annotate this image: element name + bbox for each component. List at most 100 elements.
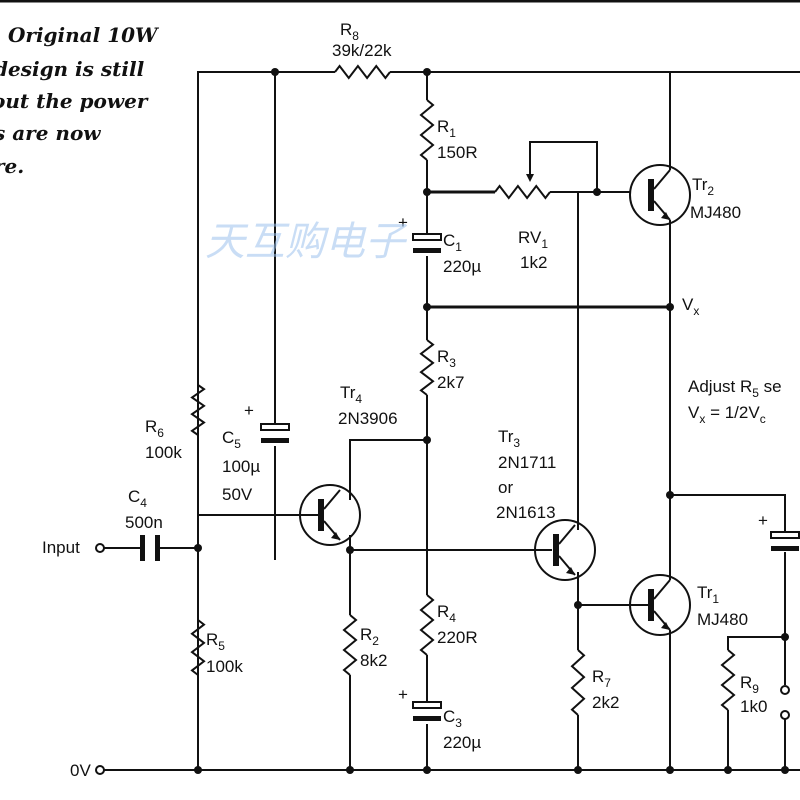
label-name: C <box>128 487 140 506</box>
label-tr1: Tr1 <box>697 583 719 606</box>
label-name: Tr <box>340 383 356 402</box>
label-name: R <box>740 673 752 692</box>
resistor-r8 <box>334 64 391 80</box>
value-rv1: 1k2 <box>520 253 547 272</box>
output-terminal <box>780 685 790 695</box>
adjust-note-line-2: Vx = 1/2Vc <box>688 403 766 426</box>
label-r2: R2 <box>360 625 379 648</box>
label-subscript: 1 <box>455 240 462 254</box>
value-c5-voltage: 50V <box>222 485 253 504</box>
junction-dot <box>423 188 431 196</box>
value-tr2: MJ480 <box>690 203 741 222</box>
label-name: C <box>443 707 455 726</box>
label-r6: R6 <box>145 417 164 440</box>
label-name: Tr <box>697 583 713 602</box>
value-c3: 220µ <box>443 733 481 752</box>
label-c1: C1 <box>443 231 462 254</box>
label-c4: C4 <box>128 487 147 510</box>
components <box>95 64 800 775</box>
label-c5: C5 <box>222 428 241 451</box>
junction-dot <box>781 766 789 774</box>
value-tr3: 2N1711 <box>498 453 556 472</box>
resistor-r3 <box>419 339 435 396</box>
label-name: C <box>443 231 455 250</box>
value-tr1: MJ480 <box>697 610 748 629</box>
capacitor-c4 <box>140 535 160 561</box>
label-subscript: 7 <box>604 676 611 690</box>
label-r7: R7 <box>592 667 611 690</box>
junction-dot <box>574 601 582 609</box>
label-name: R <box>145 417 157 436</box>
wires <box>104 71 800 771</box>
capacitor-c5 <box>260 423 290 443</box>
polarity-plus-icon: + <box>244 401 254 420</box>
label-name: RV <box>518 228 542 247</box>
junction-dot <box>346 546 354 554</box>
value-r3: 2k7 <box>437 373 464 392</box>
label-subscript: 1 <box>449 126 456 140</box>
capacitor-c3 <box>412 701 442 721</box>
label-subscript: 3 <box>513 436 520 450</box>
polarity-plus-icon: + <box>398 213 408 232</box>
value-r1: 150R <box>437 143 478 162</box>
value-r9: 1k0 <box>740 697 767 716</box>
wiper-arrow-icon <box>526 174 534 182</box>
label-r9: R9 <box>740 673 759 696</box>
value-tr3-alt: 2N1613 <box>496 503 556 522</box>
resistor-r1 <box>419 99 435 161</box>
watermark: 天互购电子 <box>205 219 408 265</box>
caption-line: re. <box>0 154 24 178</box>
junction-dot <box>271 68 279 76</box>
label-subscript: 3 <box>455 716 462 730</box>
junction-dot <box>194 766 202 774</box>
label-tr3: Tr3 <box>498 427 520 450</box>
label-subscript: x <box>693 304 699 318</box>
label-name: C <box>222 428 234 447</box>
resistor-r4 <box>419 594 435 656</box>
output-terminal-2 <box>780 710 790 720</box>
label-subscript: 1 <box>541 237 548 251</box>
label-subscript: 3 <box>449 356 456 370</box>
polarity-plus-icon: + <box>758 511 768 530</box>
caption-line: design is still <box>0 57 145 81</box>
junction-dot <box>724 766 732 774</box>
junction-dot <box>666 766 674 774</box>
label-subscript: 4 <box>449 611 456 625</box>
label-name: R <box>437 347 449 366</box>
label-input: Input <box>42 538 80 557</box>
junction-dot <box>666 491 674 499</box>
resistor-r7 <box>570 649 586 716</box>
transistor-tr4 <box>299 484 361 546</box>
junction-dot <box>194 544 202 552</box>
value-r2: 8k2 <box>360 651 387 670</box>
resistor-r2 <box>342 614 358 676</box>
labels: R839k/22kR1150RRV11k2Tr2MJ480C1220µR32k7… <box>0 20 782 780</box>
value-c5: 100µ <box>222 457 260 476</box>
label-name: R <box>592 667 604 686</box>
junction-dot <box>574 766 582 774</box>
potentiometer-rv1 <box>494 184 551 200</box>
junction-dot <box>666 303 674 311</box>
label-subscript: 4 <box>140 496 147 510</box>
label-name: R <box>437 602 449 621</box>
junction-dot <box>423 766 431 774</box>
capacitor-output <box>770 531 800 551</box>
label-r5: R5 <box>206 630 225 653</box>
value-r4: 220R <box>437 628 478 647</box>
value-tr4: 2N3906 <box>338 409 398 428</box>
label-name: Tr <box>498 427 514 446</box>
label-r8: R8 <box>340 20 359 43</box>
label-subscript: 5 <box>234 437 241 451</box>
label-tr4: Tr4 <box>340 383 362 406</box>
caption-line: Original 10W <box>8 23 160 47</box>
capacitor-c1 <box>412 233 442 253</box>
caption-line: s are now <box>0 121 101 145</box>
label-name: Tr <box>692 175 708 194</box>
label-vx: Vx <box>682 295 699 318</box>
label-subscript: 8 <box>352 29 359 43</box>
label-c3: C3 <box>443 707 462 730</box>
value-r8: 39k/22k <box>332 41 392 60</box>
transistor-tr3 <box>534 519 596 581</box>
junction-dot <box>781 633 789 641</box>
